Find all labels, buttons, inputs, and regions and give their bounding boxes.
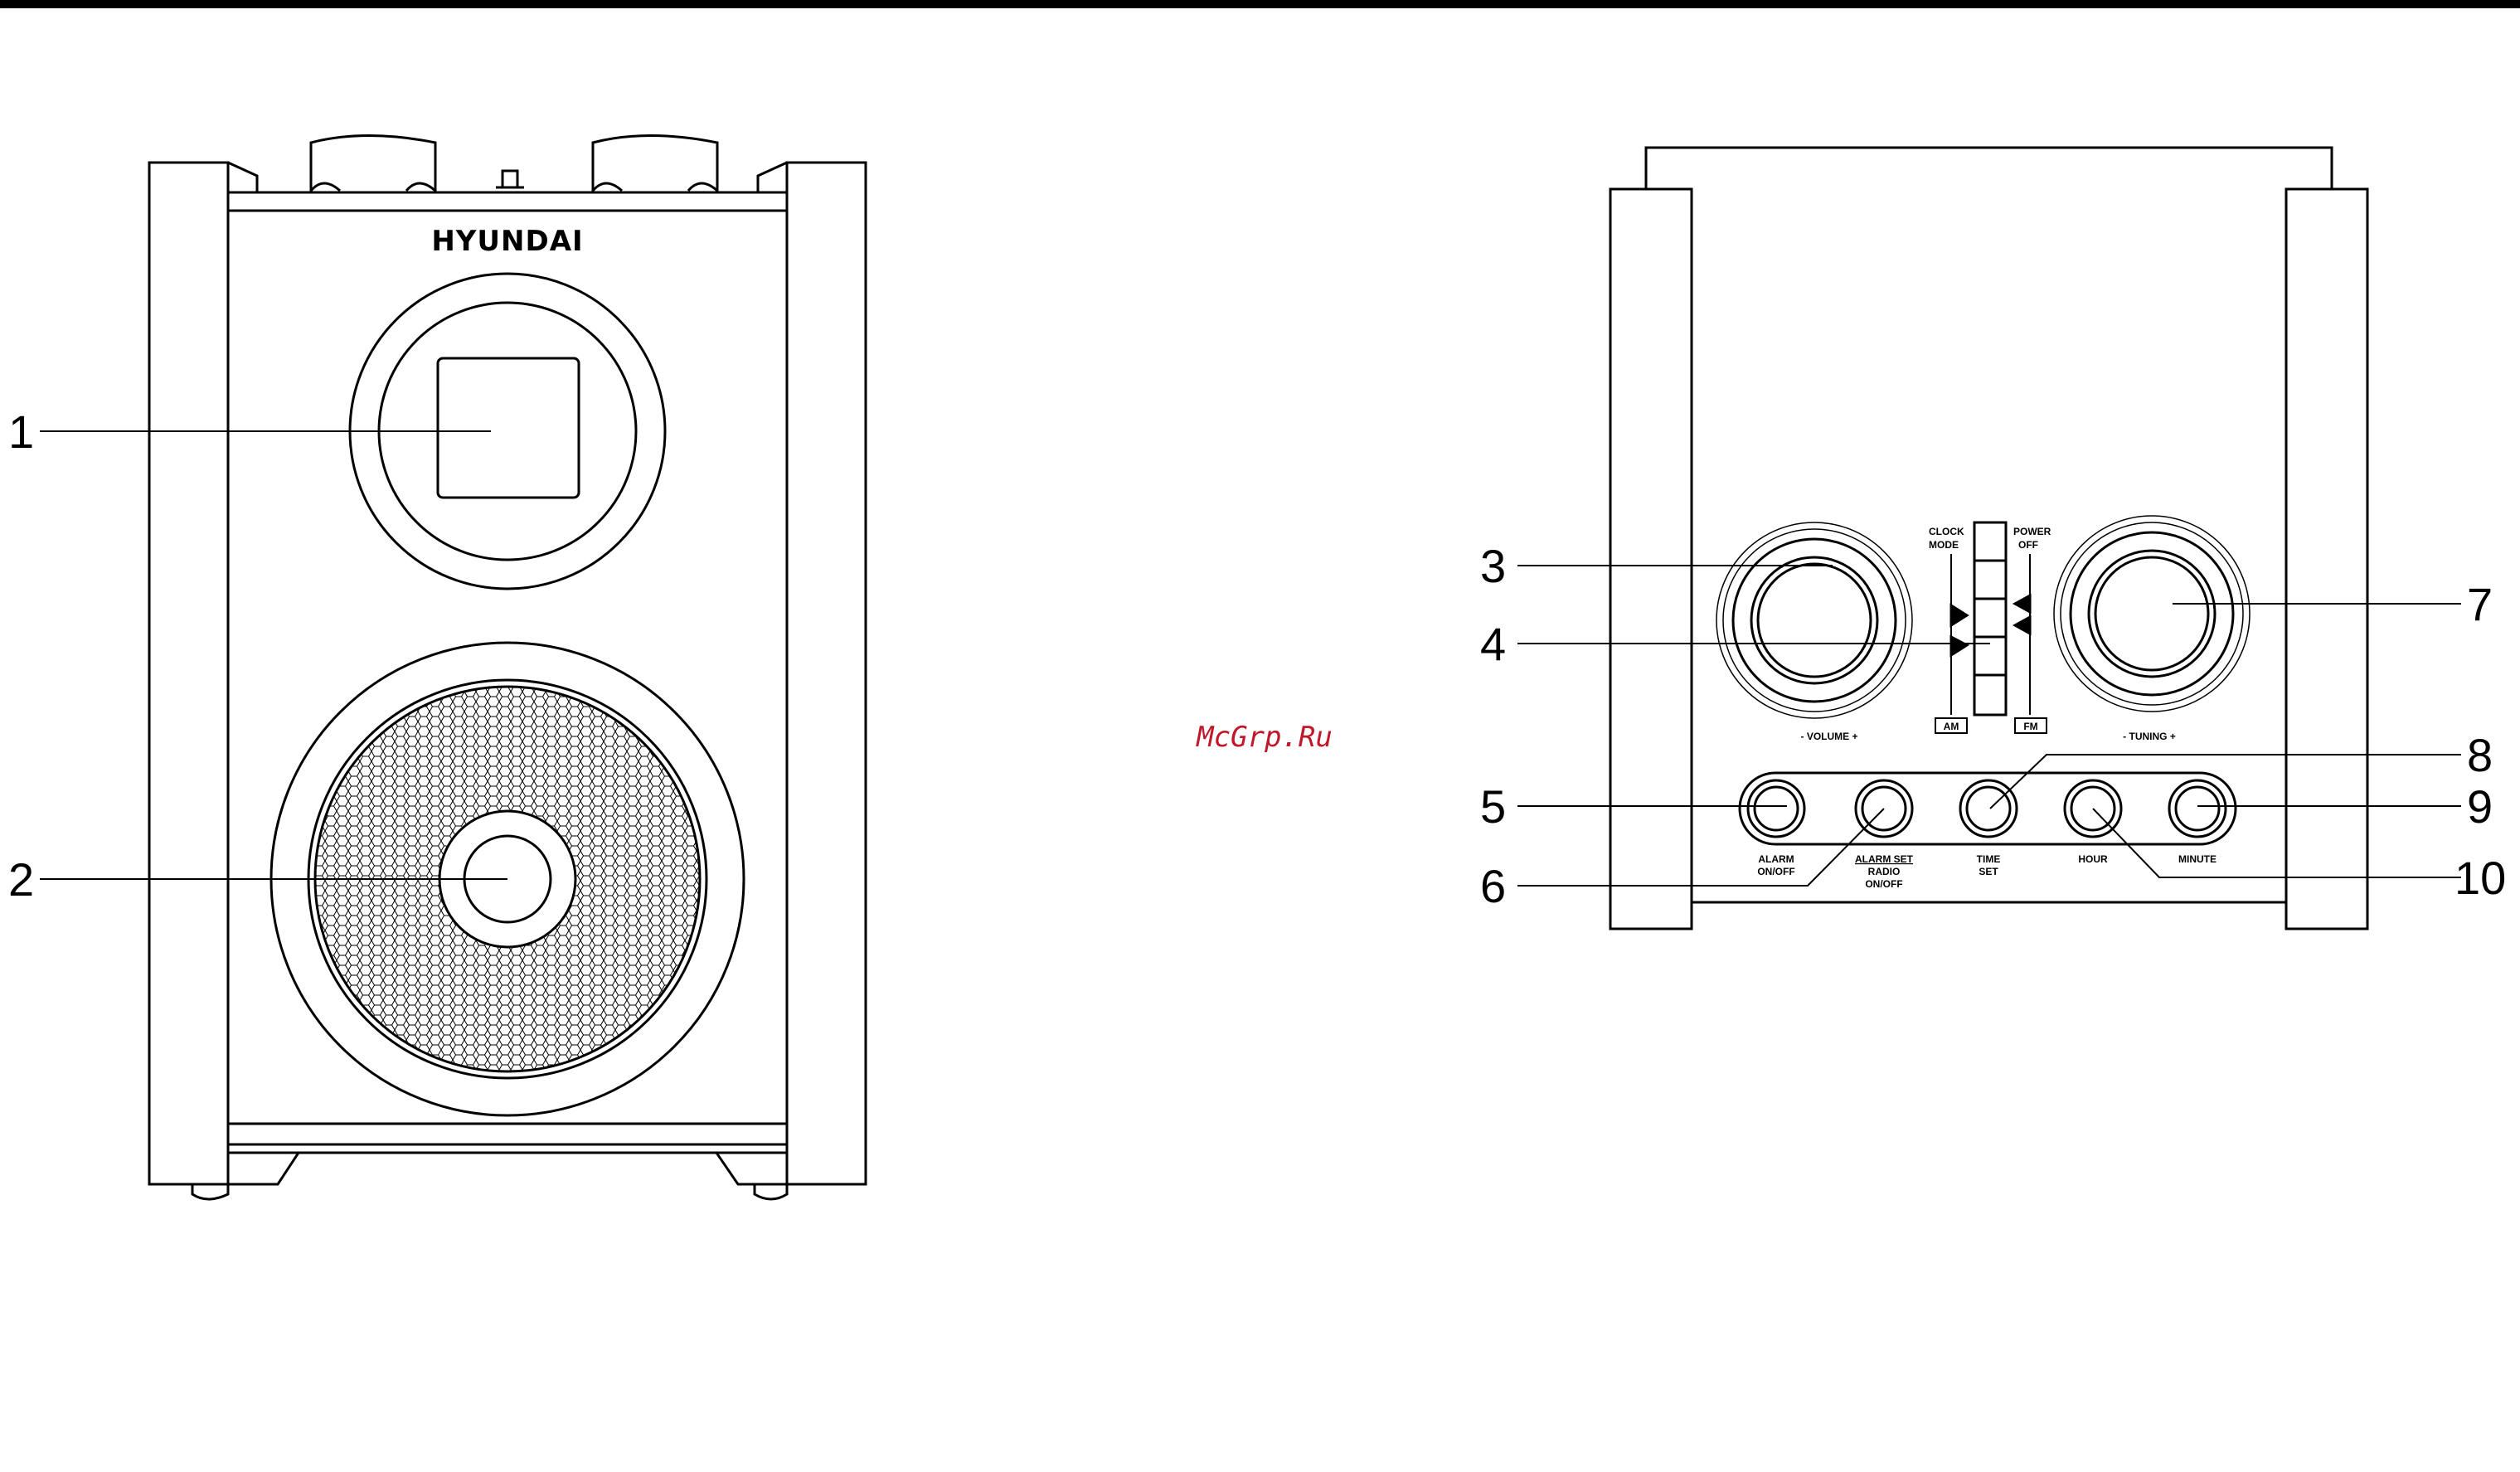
time-set-button[interactable]: [1960, 780, 2017, 837]
callout-6: 6: [1480, 860, 1506, 912]
fm-label: FM: [2023, 721, 2037, 732]
callout-4: 4: [1480, 618, 1506, 670]
front-view: [40, 136, 866, 1200]
antenna-stub: [496, 171, 524, 187]
mode-slide-switch[interactable]: [1935, 522, 2047, 733]
callout-2: 2: [8, 853, 34, 906]
button-strip: [1740, 773, 2236, 844]
alarm-label-1: ALARM: [1758, 853, 1794, 865]
minute-label: MINUTE: [2178, 853, 2217, 865]
back-view: [1517, 148, 2461, 929]
callout-9: 9: [2467, 780, 2493, 833]
power-off-label-2: OFF: [2018, 539, 2038, 551]
tuning-label: - TUNING +: [2123, 731, 2176, 742]
carry-handle: [1646, 148, 2332, 189]
top-knob-right: [593, 136, 717, 193]
radio-onoff-label: ON/OFF: [1865, 878, 1902, 890]
top-knob-left: [311, 136, 435, 193]
callout-5: 5: [1480, 780, 1506, 833]
brand-logo: HYUNDAI: [431, 225, 583, 258]
volume-label: - VOLUME +: [1800, 731, 1857, 742]
clock-mode-label-2: MODE: [1929, 539, 1959, 551]
callout-line-6: [1517, 809, 1884, 886]
hour-label: HOUR: [2078, 853, 2108, 865]
callout-8: 8: [2467, 729, 2493, 781]
foot-right: [755, 1184, 787, 1199]
volume-knob[interactable]: [1716, 522, 1912, 718]
callout-1: 1: [8, 406, 34, 458]
time-set-label-1: TIME: [1977, 853, 2001, 865]
clock-mode-label-1: CLOCK: [1929, 526, 1964, 537]
tuning-knob[interactable]: [2054, 516, 2250, 712]
callout-3: 3: [1480, 540, 1506, 592]
back-post-left: [1610, 189, 1692, 929]
minute-button[interactable]: [2169, 780, 2226, 837]
back-post-right: [2286, 189, 2367, 929]
am-label: AM: [1944, 721, 1959, 732]
alarm-set-label: ALARM SET: [1855, 853, 1914, 865]
foot-left: [192, 1184, 228, 1199]
side-post-right: [787, 163, 866, 1184]
alarm-label-2: ON/OFF: [1757, 866, 1794, 877]
callout-7: 7: [2467, 578, 2493, 630]
radio-label: RADIO: [1868, 866, 1901, 877]
alarm-onoff-button[interactable]: [1748, 780, 1804, 837]
watermark: McGrp.Ru: [1196, 721, 1333, 754]
time-set-label-2: SET: [1979, 866, 1998, 877]
callout-10: 10: [2454, 852, 2506, 904]
side-post-left: [149, 163, 228, 1184]
power-off-label-1: POWER: [2013, 526, 2051, 537]
